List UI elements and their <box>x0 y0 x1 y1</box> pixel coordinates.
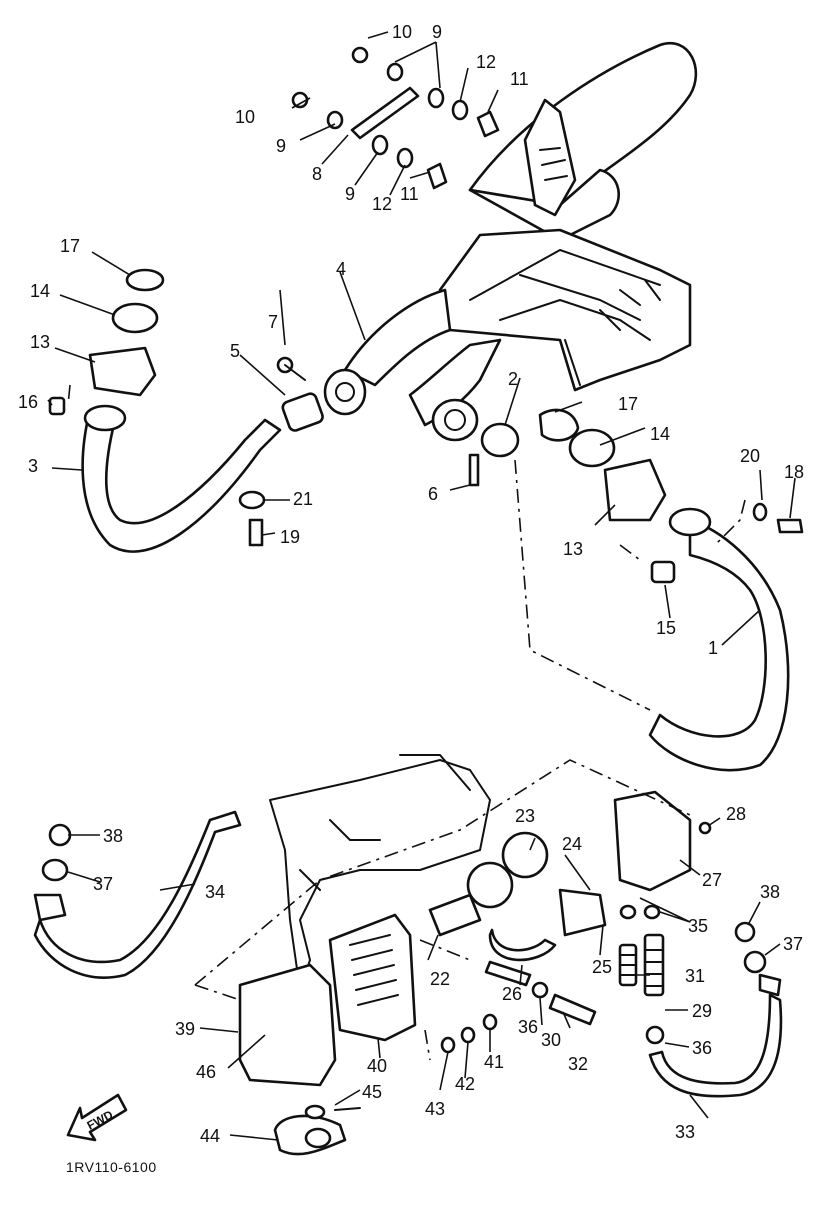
callout-27: 27 <box>702 870 722 890</box>
gasket-set-left <box>48 268 165 416</box>
callout-22: 22 <box>430 969 450 989</box>
callout-43: 43 <box>425 1099 445 1119</box>
callout-24: 24 <box>562 834 582 854</box>
outlet-joint <box>273 1104 361 1156</box>
callout-20: 20 <box>740 446 760 466</box>
callout-26: 26 <box>502 984 522 1004</box>
air-filter-case <box>238 913 417 1087</box>
exhaust-flange-right <box>431 398 479 442</box>
exhaust-pipe-right <box>238 408 804 772</box>
callout-30: 30 <box>541 1030 561 1050</box>
callout-36-mid: 36 <box>518 1017 538 1037</box>
callout-31: 31 <box>685 966 705 986</box>
callout-36-right: 36 <box>692 1038 712 1058</box>
callout-9-top: 9 <box>432 22 442 42</box>
callout-39: 39 <box>175 1019 195 1039</box>
callout-5: 5 <box>230 341 240 361</box>
callout-35: 35 <box>688 916 708 936</box>
callout-45: 45 <box>362 1082 382 1102</box>
exhaust-pipe-left <box>81 392 324 553</box>
callout-41: 41 <box>484 1052 504 1072</box>
callout-42: 42 <box>455 1074 475 1094</box>
callout-44: 44 <box>200 1126 220 1146</box>
callout-46: 46 <box>196 1062 216 1082</box>
callout-8: 8 <box>312 164 322 184</box>
callout-34: 34 <box>205 882 225 902</box>
diagram-code: 1RV110-6100 <box>66 1159 157 1175</box>
forward-arrow-icon: FWD <box>66 1093 128 1142</box>
air-pipe-left <box>33 810 242 979</box>
air-cut-valve <box>428 790 712 962</box>
callout-11-top: 11 <box>510 69 529 89</box>
exhaust-flange-left <box>323 368 367 416</box>
muffler-stay <box>350 86 420 140</box>
callout-12-top: 12 <box>476 52 496 72</box>
callout-2: 2 <box>508 369 518 389</box>
callout-33: 33 <box>675 1122 695 1142</box>
callout-10-top: 10 <box>392 22 412 42</box>
leader-lines <box>47 31 796 1141</box>
callout-9-mid: 9 <box>345 184 355 204</box>
callout-18: 18 <box>784 462 804 482</box>
mounting-hardware-top <box>276 46 500 487</box>
callout-14-left: 14 <box>30 281 50 301</box>
callout-12-mid: 12 <box>372 194 392 214</box>
callout-40: 40 <box>367 1056 387 1076</box>
callout-14-right: 14 <box>650 424 670 444</box>
callout-15: 15 <box>656 618 676 638</box>
callout-21: 21 <box>293 489 313 509</box>
callout-9-left: 9 <box>276 136 286 156</box>
muffler-assembly <box>323 42 698 442</box>
callout-32: 32 <box>568 1054 588 1074</box>
callout-38-left: 38 <box>103 826 123 846</box>
callout-labels: 10 9 10 9 12 11 8 9 12 11 17 14 13 16 3 … <box>18 22 804 1146</box>
hose-set-right <box>440 921 783 1098</box>
callout-7: 7 <box>268 312 278 332</box>
callout-28: 28 <box>726 804 746 824</box>
callout-13-right: 13 <box>563 539 583 559</box>
callout-6: 6 <box>428 484 438 504</box>
callout-19: 19 <box>280 527 300 547</box>
engine-case-outline <box>269 754 491 991</box>
callout-37-right: 37 <box>783 934 803 954</box>
callout-29: 29 <box>692 1001 712 1021</box>
callout-1: 1 <box>708 638 718 658</box>
callout-17-left: 17 <box>60 236 80 256</box>
callout-25: 25 <box>592 957 612 977</box>
callout-11-mid: 11 <box>400 184 419 204</box>
callout-23: 23 <box>515 806 535 826</box>
callout-38-right: 38 <box>760 882 780 902</box>
callout-17-right: 17 <box>618 394 638 414</box>
callout-37-left: 37 <box>93 874 113 894</box>
callout-4: 4 <box>336 259 346 279</box>
callout-13-left: 13 <box>30 332 50 352</box>
callout-3: 3 <box>28 456 38 476</box>
callout-10-left: 10 <box>235 107 255 127</box>
callout-16: 16 <box>18 392 38 412</box>
